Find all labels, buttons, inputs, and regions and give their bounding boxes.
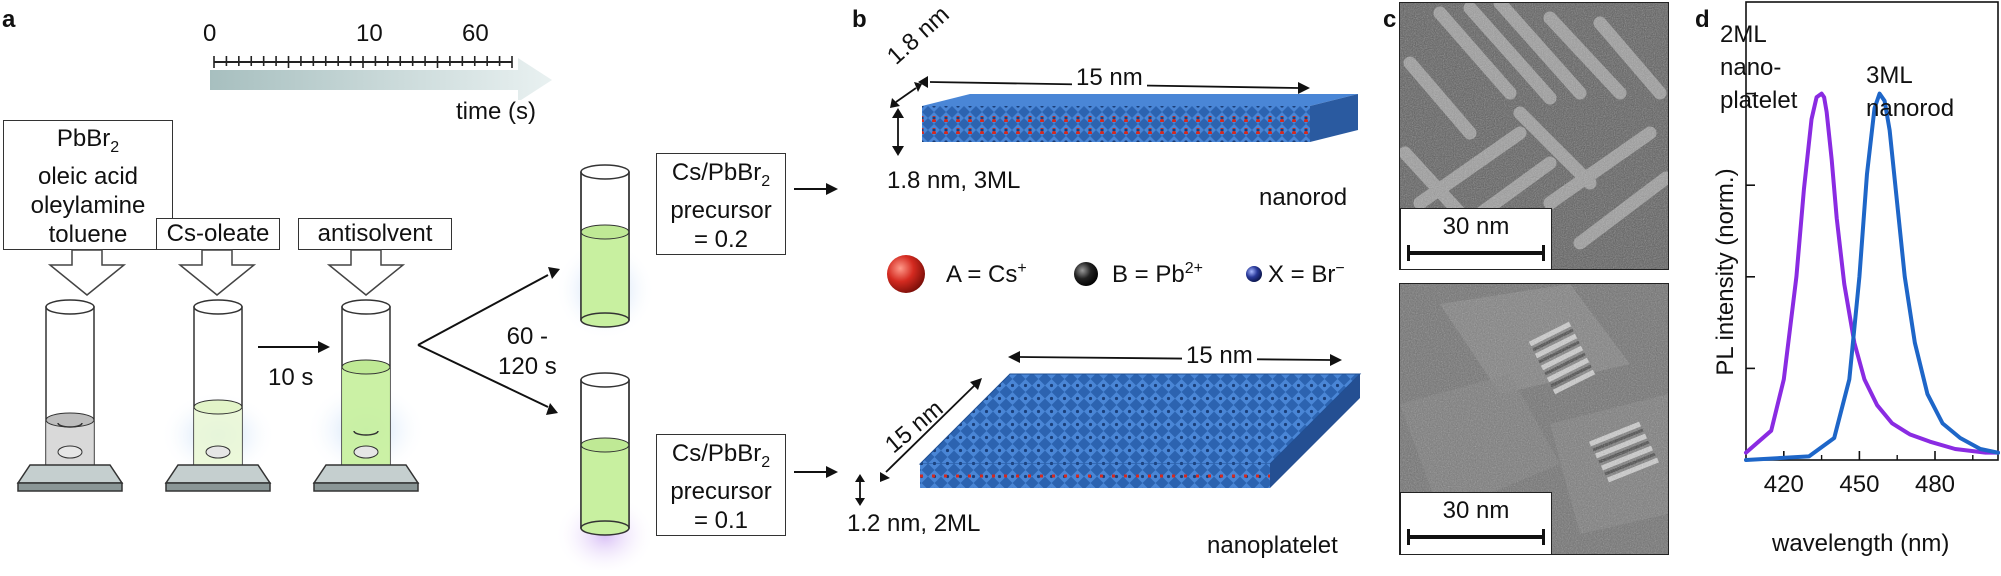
legend-b-text: B = Pb — [1112, 261, 1185, 288]
legend-x-text: X = Br — [1268, 261, 1336, 288]
precursor-top-line3: = 0.2 — [693, 225, 749, 253]
nanorod-structure — [890, 76, 1358, 156]
panel-letter-b: b — [852, 6, 867, 33]
legend-a-sup: + — [1017, 260, 1027, 277]
precursor-bottom-line3: = 0.1 — [693, 506, 749, 534]
series-label-3ml-line-1: 3ML — [1866, 62, 1913, 89]
precursor-arrows — [794, 183, 838, 478]
nanoplatelet-name-label: nanoplatelet — [1207, 532, 1338, 559]
legend-b-sup: 2+ — [1184, 260, 1203, 277]
plot-frame — [1745, 1, 1999, 461]
precursor-box-bottom: Cs/PbBr2 precursor = 0.1 — [656, 434, 786, 536]
branch-time-line-2: 120 s — [498, 353, 557, 380]
em-image-nanorods: 30 nm — [1399, 2, 1669, 270]
reagent-pbbr: PbBr — [56, 125, 111, 152]
em-scalebar-bottom-box: 30 nm — [1400, 492, 1552, 554]
precursor-bottom-line1: Cs/PbBr — [671, 440, 762, 467]
output-tube-top — [580, 164, 630, 328]
precursor-box-top: Cs/PbBr2 precursor = 0.2 — [656, 153, 786, 255]
x-tick-label: 480 — [1915, 471, 1955, 498]
br-atom-icon — [1246, 266, 1262, 282]
nanoplatelet-thickness-label: 1.2 nm, 2ML — [847, 510, 981, 537]
x-axis-label: wavelength (nm) — [1772, 530, 1950, 557]
precursor-bottom-sub: 2 — [761, 453, 771, 471]
em-image-nanoplatelets: 30 nm — [1399, 283, 1669, 555]
timeline-tick-60: 60 — [462, 20, 489, 47]
legend-x-sup: − — [1335, 260, 1345, 277]
em-scalebar-bottom-cap-right — [1542, 529, 1545, 545]
em-scalebar-top-label: 30 nm — [1442, 213, 1510, 240]
em-scalebar-bottom-bar — [1407, 535, 1545, 539]
reagent-oleic-acid: oleic acid — [37, 162, 139, 190]
legend-a-text: A = Cs — [946, 261, 1018, 288]
cs-oleate-box: Cs-oleate — [156, 218, 280, 250]
em-scalebar-bottom-label: 30 nm — [1442, 497, 1510, 524]
reagent-subscript: 2 — [110, 138, 120, 156]
legend-b-label: B = Pb2+ — [1112, 260, 1203, 289]
em-scalebar-top-box: 30 nm — [1400, 208, 1552, 269]
em-scalebar-top-bar — [1407, 251, 1545, 255]
series-label-3ml: 3ML nanorod — [1866, 59, 1954, 125]
series-label-2ml-line-1: 2ML — [1720, 21, 1767, 48]
down-arrow-3 — [326, 249, 406, 296]
nanorod-name-label: nanorod — [1259, 184, 1348, 211]
series-line-2ml — [1744, 91, 2000, 455]
legend-a-label: A = Cs+ — [946, 260, 1027, 289]
em-scalebar-top-cap-left — [1407, 245, 1410, 261]
antisolvent-box: antisolvent — [298, 218, 452, 250]
reagent-oleylamine: oleylamine — [30, 191, 146, 219]
timeline-tick-0: 0 — [203, 20, 217, 47]
legend-x-label: X = Br− — [1268, 260, 1345, 289]
atom-legend-icons — [887, 255, 1262, 293]
down-arrow-1 — [47, 249, 127, 296]
cs-atom-icon — [887, 255, 925, 293]
test-tube-3 — [341, 299, 391, 468]
y-axis-label: PL intensity (norm.) — [1712, 168, 1739, 376]
output-tube-bottom — [580, 372, 630, 536]
precursor-top-line1: Cs/PbBr — [671, 159, 762, 186]
nanorod-length-label: 15 nm — [1072, 64, 1147, 92]
x-tick-label: 450 — [1839, 471, 1879, 498]
reagent-box: PbBr2 oleic acid oleylamine toluene — [3, 120, 173, 250]
nanoplatelet-structure — [855, 351, 1362, 506]
step-time-label: 10 s — [268, 364, 314, 391]
timeline-tick-10: 10 — [356, 20, 383, 47]
output-tubes — [555, 164, 655, 570]
test-tube-2 — [193, 299, 243, 468]
nanorod-thickness-label: 1.8 nm, 3ML — [887, 167, 1021, 194]
panel-letter-d: d — [1695, 6, 1710, 33]
test-tube-1 — [45, 299, 95, 468]
series-label-3ml-line-2: nanorod — [1866, 95, 1955, 122]
reagent-toluene: toluene — [48, 220, 128, 248]
precursor-bottom-line2: precursor — [670, 477, 772, 505]
pl-chart: 420 450 480 — [1744, 1, 2000, 498]
synthesis-apparatus — [16, 249, 560, 492]
em-scalebar-bottom-cap-left — [1407, 529, 1410, 545]
em-scalebar-top-cap-right — [1542, 245, 1545, 261]
branch-time-label: 60 - 120 s — [498, 322, 557, 382]
panel-letter-c: c — [1383, 6, 1397, 33]
x-tick-label: 420 — [1764, 471, 1804, 498]
series-line-3ml — [1744, 91, 2000, 462]
pl-plot-area: 420 450 480 — [1744, 1, 2000, 498]
panel-letter-a: a — [2, 6, 16, 33]
timeline-axis-label: time (s) — [456, 98, 536, 125]
nanoplatelet-length-label: 15 nm — [1182, 342, 1257, 370]
branch-time-line-1: 60 - — [506, 323, 549, 350]
stir-plates — [16, 464, 420, 492]
pb-atom-icon — [1074, 262, 1098, 286]
series-label-2ml: 2ML nano- platelet — [1720, 18, 1797, 117]
precursor-top-sub: 2 — [761, 172, 771, 190]
series-label-2ml-line-2: nano- — [1720, 54, 1782, 81]
down-arrow-2 — [177, 249, 257, 296]
timeline-arrow — [210, 56, 552, 100]
series-label-2ml-line-3: platelet — [1720, 87, 1798, 114]
precursor-top-line2: precursor — [670, 196, 772, 224]
